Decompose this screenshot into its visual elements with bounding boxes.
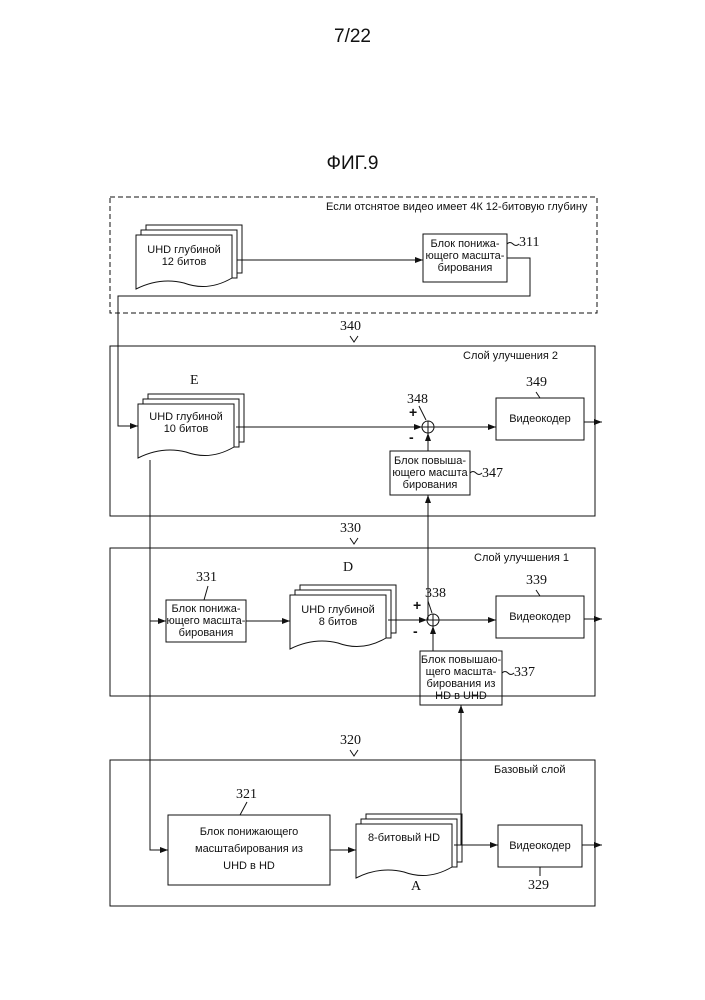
- capture-caption: Если отснятое видео имеет 4К 12-битовую …: [326, 201, 587, 213]
- ref-340: 340: [340, 320, 361, 334]
- encoder-329-label: Видеокодер: [498, 840, 582, 852]
- base-layer-title: Базовый слой: [494, 764, 566, 776]
- downscale-331-label: Блок понижа- ющего масшта- бирования: [166, 603, 246, 639]
- minus-sign-338: -: [413, 624, 418, 638]
- frame-letter-a: A: [411, 880, 421, 894]
- downscale-311-label: Блок понижа- ющего масшта- бирования: [423, 238, 507, 274]
- ref-331: 331: [196, 571, 217, 585]
- frame-10bit-label: UHD глубиной 10 битов: [138, 411, 234, 435]
- ref-321: 321: [236, 788, 257, 802]
- frame-letter-d: D: [343, 561, 353, 575]
- enhancement-layer-1-title: Слой улучшения 1: [474, 552, 569, 564]
- source-12bit-label: UHD глубиной 12 битов: [136, 244, 232, 268]
- downscale-321-label: Блок понижающего масштабирования из UHD …: [168, 824, 330, 875]
- plus-sign-338: +: [413, 598, 421, 612]
- ref-338: 338: [425, 587, 446, 601]
- encoder-349-label: Видеокодер: [496, 413, 584, 425]
- ref-337: 337: [514, 666, 535, 680]
- ref-330: 330: [340, 522, 361, 536]
- ref-311: 311: [519, 236, 539, 250]
- ref-329: 329: [528, 879, 549, 893]
- ref-320: 320: [340, 734, 361, 748]
- frame-hd-label: 8-битовый HD: [356, 832, 452, 844]
- enhancement-layer-2-title: Слой улучшения 2: [463, 350, 558, 362]
- minus-sign-348: -: [409, 430, 414, 444]
- upscale-337-label: Блок повышаю- щего масшта- бирования из …: [420, 654, 502, 702]
- upscale-347-label: Блок повыша- ющего масшта бирования: [390, 455, 470, 491]
- frame-8bit-label: UHD глубиной 8 битов: [290, 604, 386, 628]
- ref-349: 349: [526, 376, 547, 390]
- encoder-339-label: Видеокодер: [496, 611, 584, 623]
- frame-hd-stack: [356, 814, 462, 878]
- ref-347: 347: [482, 467, 503, 481]
- plus-sign-348: +: [409, 405, 417, 419]
- ref-339: 339: [526, 574, 547, 588]
- frame-letter-e: E: [190, 374, 199, 388]
